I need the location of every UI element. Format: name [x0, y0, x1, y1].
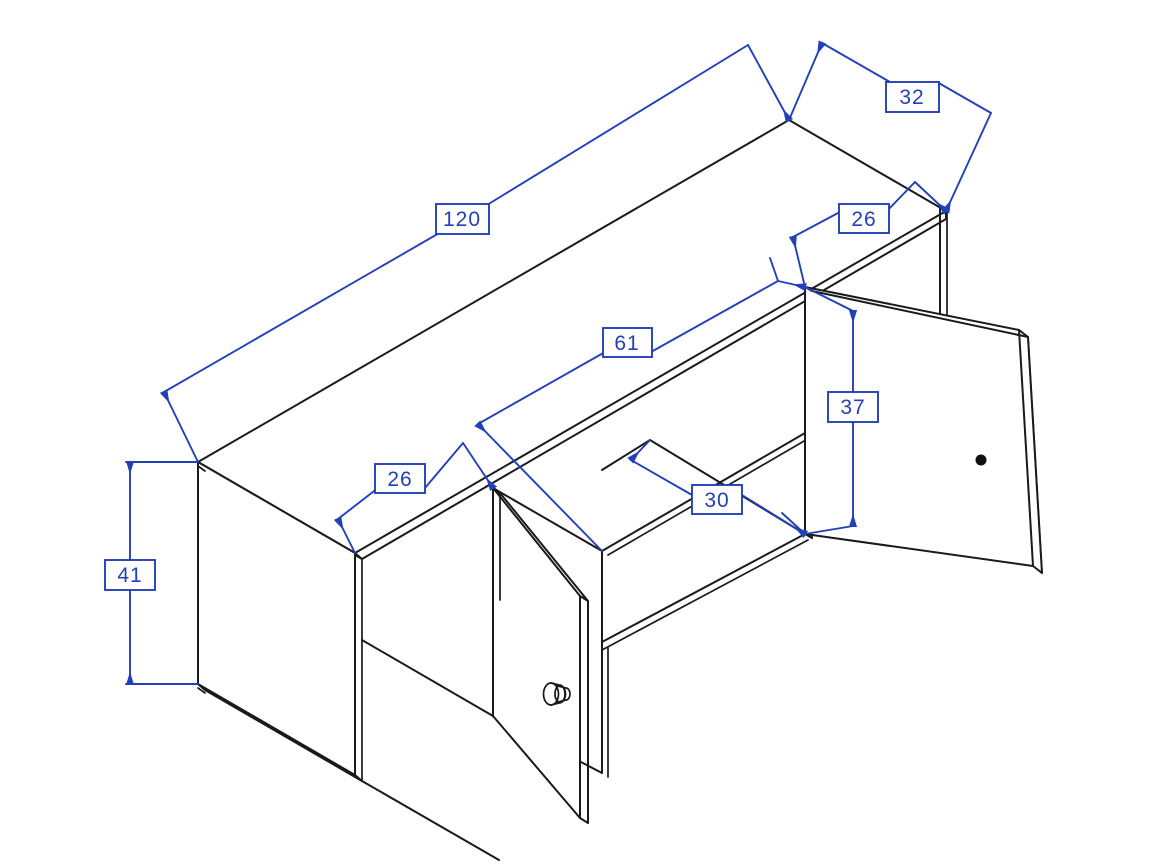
- dimension-label-120: 120: [443, 208, 481, 231]
- dimension-41: 41: [104, 460, 199, 686]
- dimension-30: 30: [627, 439, 809, 539]
- dimension-label-61: 61: [614, 332, 639, 355]
- dimension-26-right: 26: [788, 181, 950, 288]
- right-door: [804, 286, 1043, 574]
- dimension-label-26-left: 26: [387, 468, 412, 491]
- left-knob: [542, 682, 571, 706]
- cabinet-body: [197, 119, 948, 861]
- dimension-label-26-right: 26: [851, 208, 876, 231]
- dimension-120: 120: [159, 44, 794, 463]
- left-side-panel: [197, 461, 363, 782]
- dimension-label-32: 32: [899, 86, 924, 109]
- cabinet-bottom-rail: [601, 641, 609, 778]
- dimension-label-30: 30: [704, 489, 729, 512]
- dimension-26-left: 26: [333, 442, 498, 554]
- dimension-61: 61: [474, 257, 807, 552]
- dimension-label-37: 37: [840, 396, 865, 419]
- dimension-label-41: 41: [117, 564, 142, 587]
- left-door: [492, 487, 589, 824]
- dimension-37: 37: [804, 286, 879, 535]
- left-compartment: [354, 487, 500, 861]
- right-knob: [975, 454, 987, 466]
- dimension-32: 32: [788, 40, 992, 214]
